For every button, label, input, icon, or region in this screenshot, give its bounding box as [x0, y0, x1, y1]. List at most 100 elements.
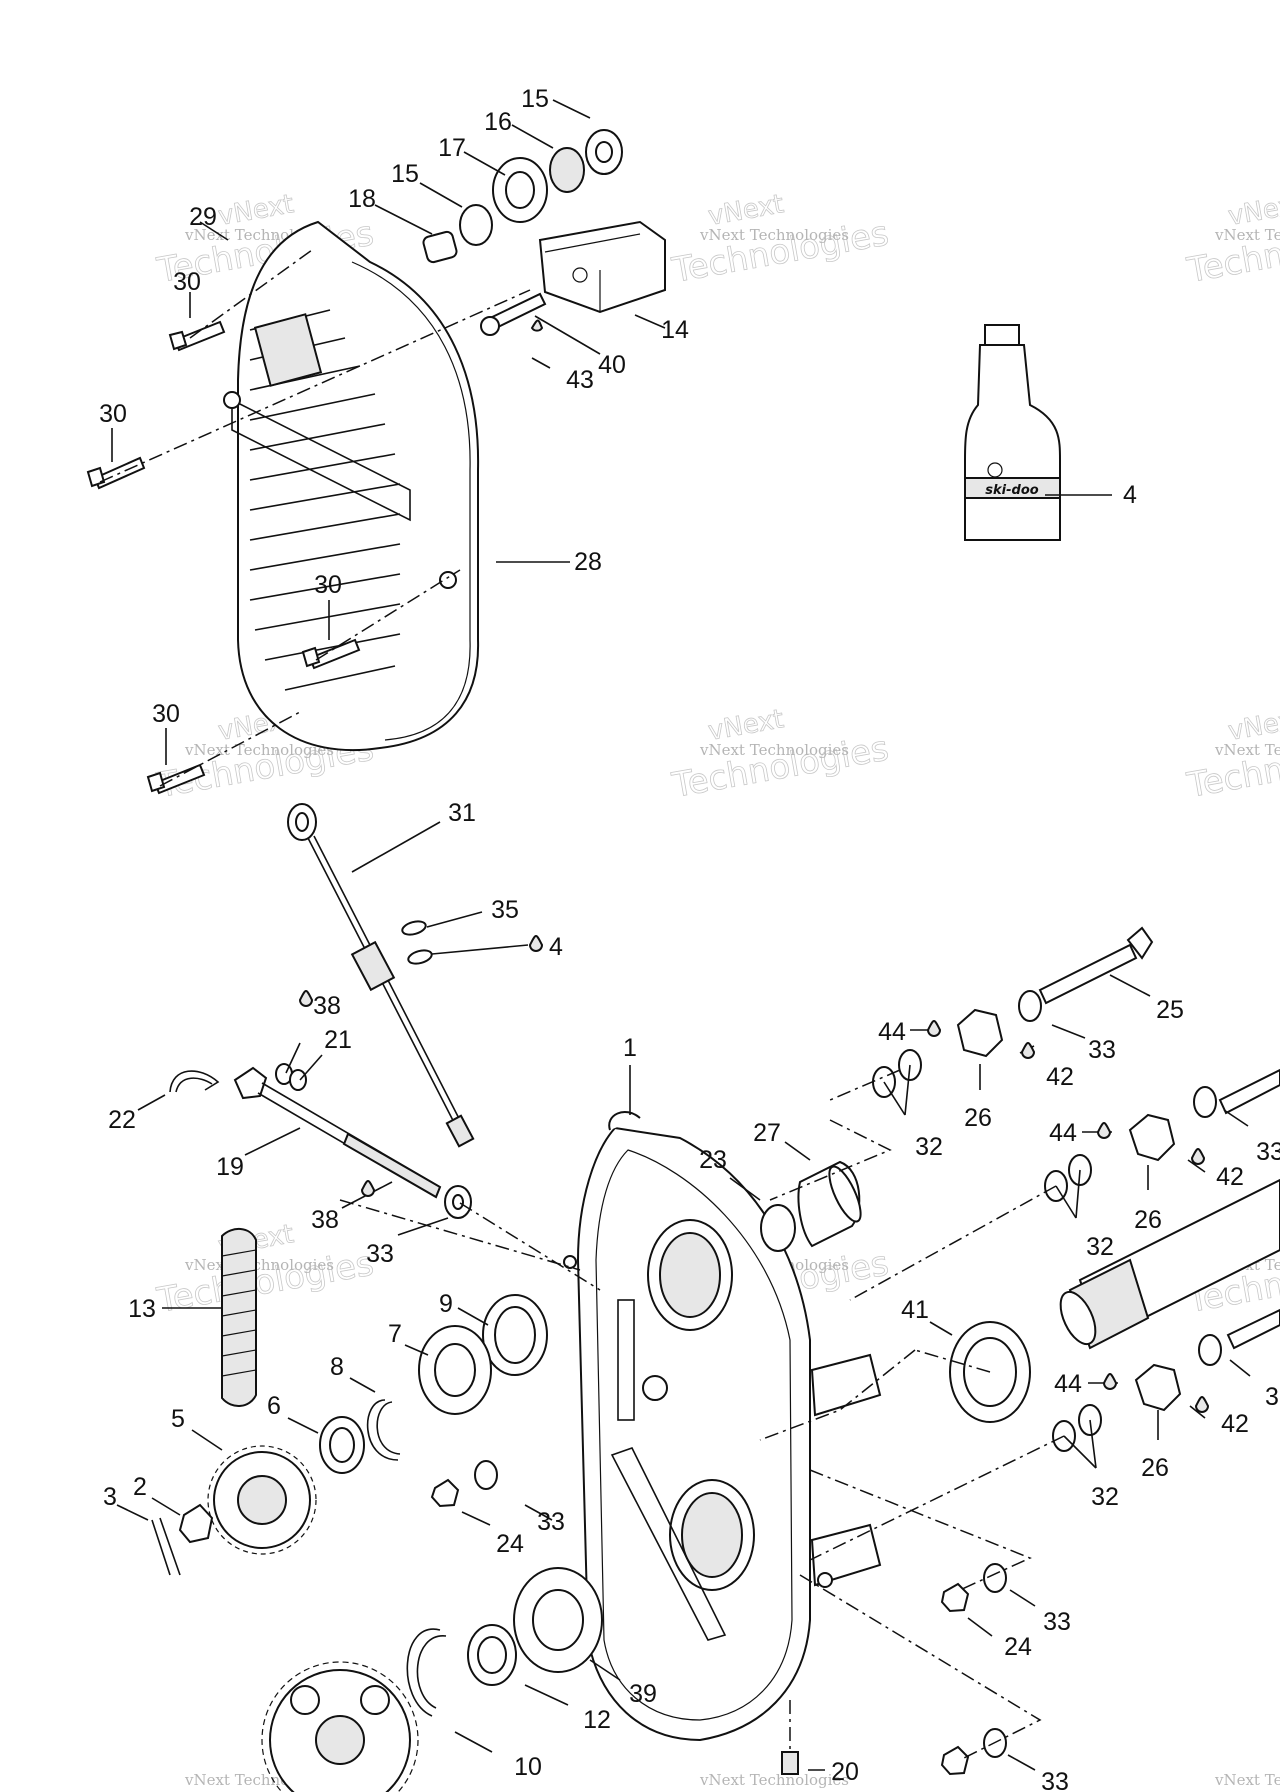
alignment-lines-lower — [339, 1069, 1065, 1761]
nut-26-a — [956, 1008, 1004, 1058]
drop-icon-42b — [1190, 1148, 1206, 1165]
chaincase-cover — [223, 220, 480, 752]
needle-bearing — [549, 147, 585, 193]
chaincase-housing — [563, 1111, 882, 1775]
callout-20: 20 — [831, 1758, 859, 1786]
callout-4: 4 — [1123, 481, 1137, 509]
callout-21: 21 — [324, 1026, 352, 1054]
callout-30: 30 — [173, 268, 201, 296]
callout-3: 3 — [1265, 1383, 1279, 1411]
callout-16: 16 — [484, 108, 512, 136]
callout-15: 15 — [521, 85, 549, 113]
callout-30: 30 — [99, 400, 127, 428]
castle-nut-2 — [178, 1503, 214, 1544]
svg-text:vNext Technologies: vNext Technologies — [184, 741, 334, 759]
drop-icon-38b — [360, 1180, 376, 1197]
circlip-10 — [406, 1628, 441, 1717]
callout-32: 32 — [1086, 1233, 1114, 1261]
callout-44: 44 — [1049, 1119, 1077, 1147]
cover-sprocket-detail — [253, 313, 323, 387]
svg-text:vNext Technologies: vNext Technologies — [699, 741, 849, 759]
callout-40: 40 — [598, 351, 626, 379]
nut-24-b — [940, 1582, 970, 1613]
callout-42: 42 — [1216, 1163, 1244, 1191]
svg-text:vNext Technologies: vNext Technologies — [1214, 741, 1280, 759]
callout-1: 1 — [623, 1034, 637, 1062]
callout-33: 33 — [1256, 1138, 1280, 1166]
callout-30: 30 — [152, 700, 180, 728]
dipstick — [287, 803, 475, 1148]
callout-26: 26 — [1134, 1206, 1162, 1234]
drop-icon-42c — [1194, 1396, 1210, 1413]
callout-22: 22 — [108, 1106, 136, 1134]
callout-17: 17 — [438, 134, 466, 162]
sleeve-27-and-oring-23 — [760, 1160, 862, 1252]
circlip-8 — [366, 1399, 399, 1461]
watermark-mid-center: vNext Technologies vNext Technologies — [668, 704, 892, 807]
alignment-lines-upper — [99, 249, 531, 787]
lower-shaft-stack — [261, 1567, 603, 1792]
callout-32: 32 — [1091, 1483, 1119, 1511]
callout-labels: 15 16 17 15 18 29 30 14 40 43 30 4 28 30… — [99, 85, 1280, 1792]
callout-38: 38 — [311, 1206, 339, 1234]
callout-4: 4 — [549, 933, 563, 961]
watermark-low-left: vNext Technologies vNext Technologies — [153, 1219, 377, 1322]
callout-38: 38 — [313, 992, 341, 1020]
callout-26: 26 — [1141, 1454, 1169, 1482]
svg-text:vNext Technologies: vNext Technologies — [184, 1256, 334, 1274]
callout-28: 28 — [574, 548, 602, 576]
callout-44: 44 — [1054, 1370, 1082, 1398]
leader-lines — [111, 99, 1251, 1771]
callout-33: 33 — [1041, 1768, 1069, 1792]
drop-icon-44c — [1102, 1373, 1118, 1390]
callout-7: 7 — [388, 1320, 402, 1348]
callout-27: 27 — [753, 1119, 781, 1147]
callout-30: 30 — [314, 571, 342, 599]
callout-24: 24 — [496, 1530, 524, 1558]
splined-shaft — [1059, 1178, 1280, 1350]
nut-26-b — [1128, 1113, 1176, 1162]
drop-icon — [530, 319, 544, 332]
nut-26-c — [1134, 1363, 1182, 1412]
svg-text:vNext Technologies: vNext Technologies — [699, 226, 849, 244]
callout-42: 42 — [1046, 1063, 1074, 1091]
callout-23: 23 — [699, 1146, 727, 1174]
washer-upper — [459, 204, 493, 246]
drop-icon-44b — [1096, 1122, 1112, 1139]
callout-2: 2 — [133, 1473, 147, 1501]
right-bolts — [872, 926, 1280, 1776]
cotter-pin-22 — [169, 1070, 220, 1093]
adjuster-bolt — [233, 1063, 472, 1219]
drop-icon-44a — [926, 1020, 942, 1037]
callout-14: 14 — [661, 316, 689, 344]
callout-5: 5 — [171, 1405, 185, 1433]
callout-33: 33 — [537, 1508, 565, 1536]
lubrication-drop-icons — [298, 935, 1210, 1413]
watermark-mid-right: vNext Technologies vNext Technologies — [1183, 704, 1280, 807]
watermark-top-center: vNext Technologies vNext Technologies — [668, 189, 892, 292]
upper-bolt-and-bearing-stack — [422, 129, 623, 336]
callout-8: 8 — [330, 1353, 344, 1381]
callout-39: 39 — [629, 1680, 657, 1708]
callout-43: 43 — [566, 366, 594, 394]
tensioner-block — [538, 220, 666, 314]
callout-31: 31 — [448, 799, 476, 827]
callout-13: 13 — [128, 1295, 156, 1323]
callout-26: 26 — [964, 1104, 992, 1132]
cotter-pin-3 — [151, 1517, 181, 1576]
callout-12: 12 — [583, 1706, 611, 1734]
svg-text:vNext Technologies: vNext Technologies — [1214, 1771, 1280, 1789]
callout-29: 29 — [189, 203, 217, 231]
drop-icon-4 — [528, 935, 544, 952]
callout-9: 9 — [439, 1290, 453, 1318]
callout-19: 19 — [216, 1153, 244, 1181]
drop-icon-38a — [298, 990, 314, 1007]
callout-25: 25 — [1156, 996, 1184, 1024]
bottle-brand-text: ski-doo — [985, 483, 1038, 498]
washer-33-mid — [474, 1460, 498, 1490]
bushing — [422, 230, 458, 264]
callout-33: 33 — [366, 1240, 394, 1268]
callout-24: 24 — [1004, 1633, 1032, 1661]
callout-33: 33 — [1088, 1036, 1116, 1064]
